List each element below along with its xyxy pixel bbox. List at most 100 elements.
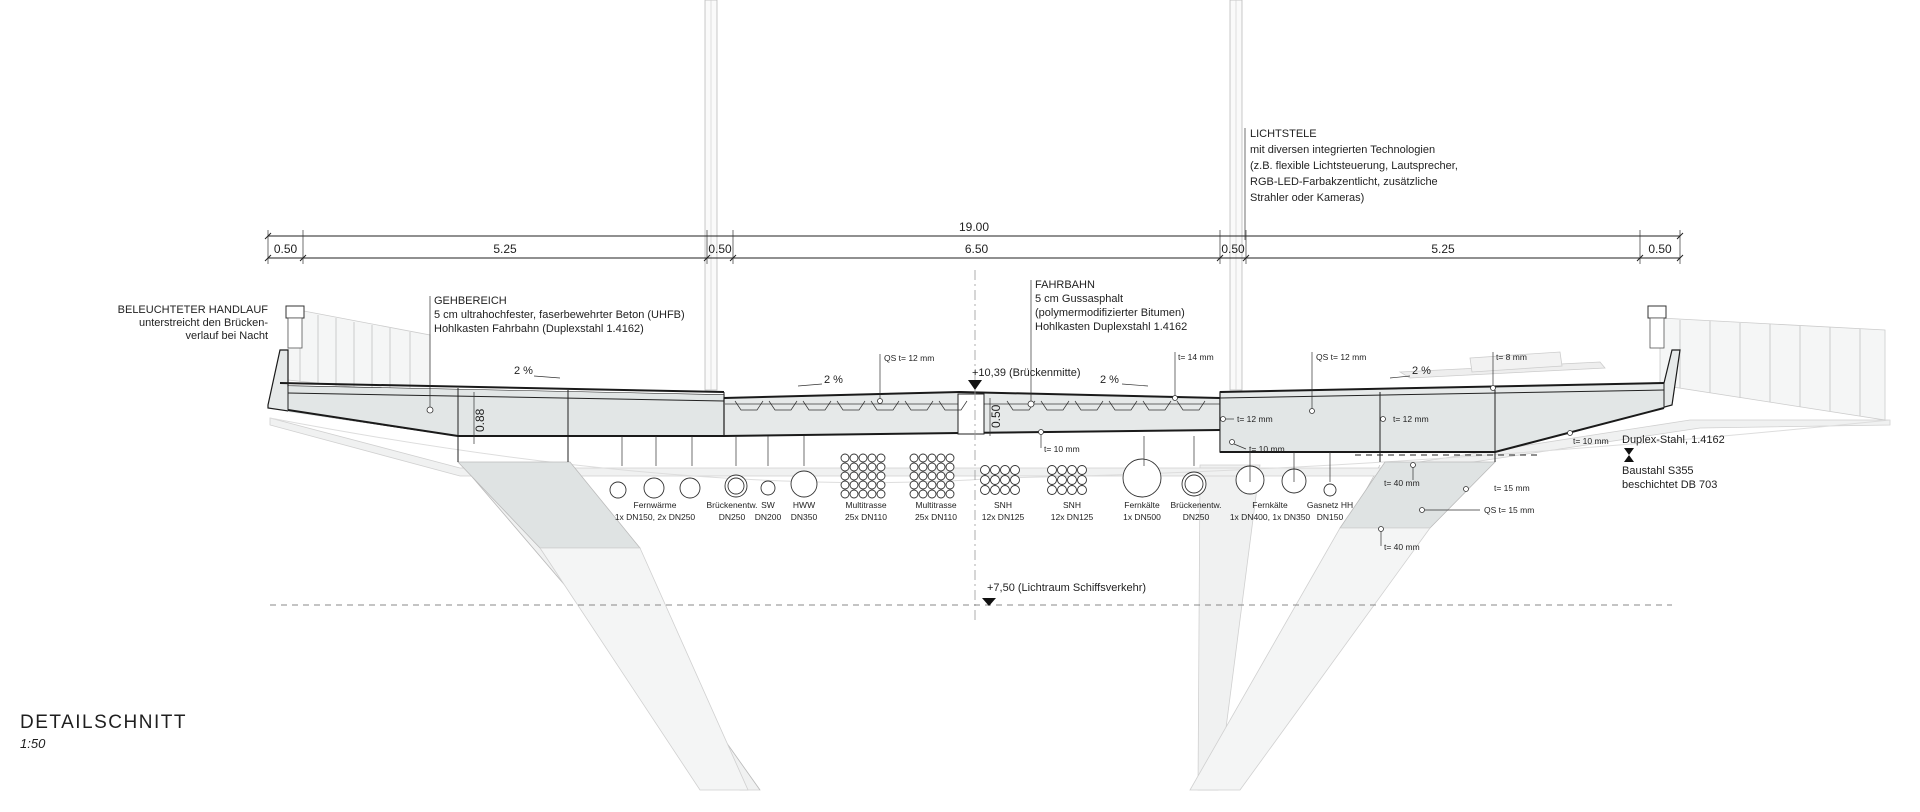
pipe bbox=[927, 462, 937, 472]
roadway-box bbox=[723, 391, 1221, 437]
pipe bbox=[858, 489, 868, 499]
deck-rib bbox=[1108, 400, 1138, 411]
utility-spec: DN250 bbox=[1183, 512, 1210, 522]
dim-footway-height: 0.88 bbox=[473, 408, 487, 432]
pipe bbox=[679, 477, 701, 499]
pipe bbox=[1010, 485, 1020, 495]
pipe bbox=[858, 462, 868, 472]
pipe bbox=[858, 471, 868, 481]
pipe bbox=[1077, 485, 1087, 495]
utility-spec: 1x DN150, 2x DN250 bbox=[615, 512, 696, 522]
utility-spec: 12x DN125 bbox=[982, 512, 1025, 522]
utility-spec: 1x DN400, 1x DN350 bbox=[1230, 512, 1311, 522]
dim-total: 19.00 bbox=[959, 220, 989, 234]
pipe bbox=[1057, 475, 1067, 485]
pipe bbox=[867, 453, 877, 463]
qs12-right: QS t= 12 mm bbox=[1316, 352, 1366, 362]
pipe bbox=[876, 480, 886, 490]
slope-4: 2 % bbox=[1412, 365, 1431, 377]
pipe bbox=[918, 471, 928, 481]
pipe bbox=[867, 471, 877, 481]
pipe bbox=[840, 471, 850, 481]
utility-name: Fernwärme bbox=[634, 500, 677, 510]
light-poles bbox=[704, 0, 1243, 391]
pipe bbox=[927, 471, 937, 481]
deck-rib bbox=[734, 400, 764, 411]
qs12-left: QS t= 12 mm bbox=[884, 353, 934, 363]
pipe bbox=[867, 462, 877, 472]
pipe bbox=[980, 485, 990, 495]
t10-c: t= 10 mm bbox=[1573, 436, 1609, 446]
deck-rib bbox=[1142, 400, 1172, 411]
pipe bbox=[909, 480, 919, 490]
slope-3: 2 % bbox=[1100, 374, 1119, 386]
pipe bbox=[840, 462, 850, 472]
utility-spec: DN150 bbox=[1317, 512, 1344, 522]
handrail-posts bbox=[285, 305, 1667, 349]
pipe bbox=[927, 453, 937, 463]
pipe bbox=[849, 453, 859, 463]
pipe bbox=[849, 471, 859, 481]
pipe bbox=[1184, 474, 1204, 494]
pipe bbox=[909, 453, 919, 463]
dim-slash bbox=[703, 254, 711, 262]
level-bridge-centre: +10,39 (Brückenmitte) bbox=[972, 367, 1081, 379]
pipe bbox=[909, 462, 919, 472]
pipe bbox=[1067, 465, 1077, 475]
pipe bbox=[936, 462, 946, 472]
deck-rib bbox=[1040, 400, 1070, 411]
pipe bbox=[927, 480, 937, 490]
deck-rib bbox=[802, 400, 832, 411]
pipe bbox=[1000, 465, 1010, 475]
utility-spec: 1x DN500 bbox=[1123, 512, 1161, 522]
drawing-scale: 1:50 bbox=[20, 736, 46, 751]
pipe bbox=[1047, 465, 1057, 475]
pipe bbox=[1047, 475, 1057, 485]
dim-slash bbox=[729, 254, 737, 262]
utility-name: Fernkälte bbox=[1252, 500, 1288, 510]
t12-a: t= 12 mm bbox=[1237, 414, 1273, 424]
pipe bbox=[918, 453, 928, 463]
deck-rib bbox=[870, 400, 900, 411]
utility-name: Brückenentw. bbox=[706, 500, 757, 510]
deck-rib bbox=[768, 400, 798, 411]
t12-b: t= 12 mm bbox=[1393, 414, 1429, 424]
pipe bbox=[849, 489, 859, 499]
reference-lines bbox=[270, 270, 1672, 620]
t40-a: t= 40 mm bbox=[1384, 478, 1420, 488]
dim-segment: 0.50 bbox=[274, 242, 298, 256]
t15: t= 15 mm bbox=[1494, 483, 1530, 493]
pipe bbox=[1122, 458, 1162, 498]
pipe bbox=[1010, 475, 1020, 485]
pipe bbox=[727, 477, 745, 495]
qs15: QS t= 15 mm bbox=[1484, 505, 1534, 515]
dim-slash bbox=[299, 254, 307, 262]
utility-name: SNH bbox=[1063, 500, 1081, 510]
pipe bbox=[858, 480, 868, 490]
pipe bbox=[1077, 475, 1087, 485]
utility-name: Gasnetz HH bbox=[1307, 500, 1353, 510]
dim-segment: 5.25 bbox=[1431, 242, 1455, 256]
dim-slash bbox=[264, 232, 272, 240]
pipe bbox=[1323, 483, 1337, 497]
utility-name: HWW bbox=[793, 500, 815, 510]
pipe bbox=[1010, 465, 1020, 475]
pipe bbox=[945, 462, 955, 472]
pipe bbox=[980, 465, 990, 475]
pipe bbox=[936, 489, 946, 499]
deck-rib bbox=[904, 400, 934, 411]
pipe bbox=[876, 462, 886, 472]
pipe bbox=[876, 471, 886, 481]
utility-spec: DN250 bbox=[719, 512, 746, 522]
utility-name: Fernkälte bbox=[1124, 500, 1160, 510]
dim-slash bbox=[264, 254, 272, 262]
t10-mid: t= 10 mm bbox=[1044, 444, 1080, 454]
pipe bbox=[945, 480, 955, 490]
utility-name: SW bbox=[761, 500, 775, 510]
pipe bbox=[643, 477, 665, 499]
utility-spec: 25x DN110 bbox=[845, 512, 887, 522]
t8: t= 8 mm bbox=[1496, 352, 1527, 362]
